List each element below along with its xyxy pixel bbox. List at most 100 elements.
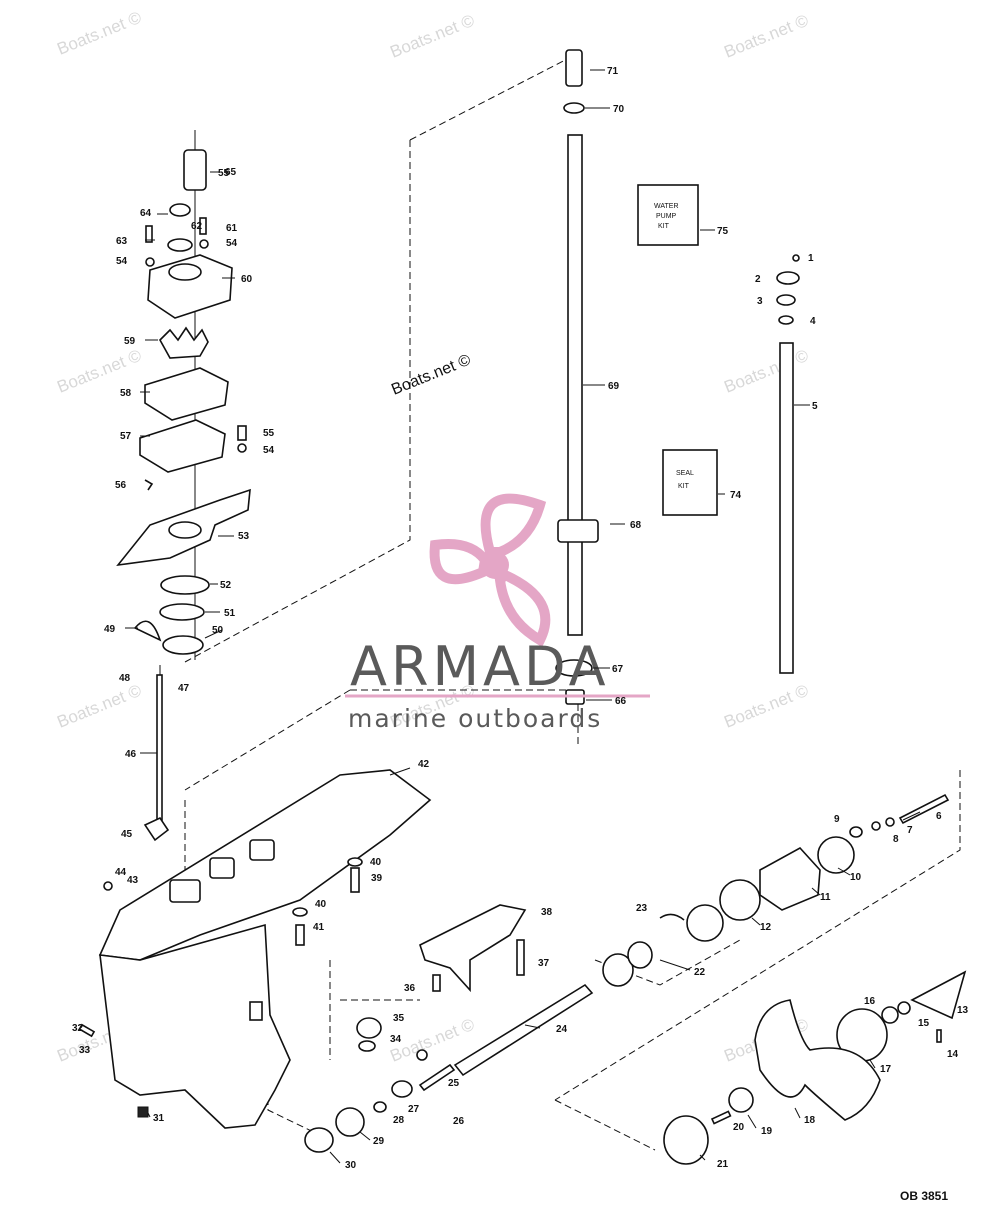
part-28-washer — [373, 1101, 387, 1113]
callout-29: 29 — [373, 1136, 385, 1147]
callout-48: 48 — [119, 673, 131, 684]
part-38-anode — [419, 904, 527, 993]
part-32-screw — [78, 1023, 96, 1038]
part-60-bore — [168, 263, 202, 281]
callout-52: 52 — [220, 580, 232, 591]
part-67-ring — [555, 659, 593, 677]
part-64-grommet — [169, 203, 191, 217]
watermark: Boats.net © — [721, 11, 811, 62]
callout-63: 63 — [116, 236, 128, 247]
watermark: Boats.net © — [54, 681, 144, 732]
part-56-clip — [144, 479, 154, 491]
part-45-connector — [143, 816, 170, 842]
logo-tagline: marine outboards — [348, 704, 602, 733]
kit-label: PUMP — [656, 213, 677, 220]
part-2-retainer — [776, 271, 800, 285]
part-19-washer — [728, 1087, 754, 1113]
callout-33: 33 — [79, 1045, 91, 1056]
logo-propeller-blade — [429, 539, 491, 585]
callout-42: 42 — [418, 759, 430, 770]
part-15-lockwasher — [897, 1001, 911, 1015]
callout-54: 54 — [226, 238, 238, 249]
callout-26: 26 — [453, 1116, 465, 1127]
callout-5: 5 — [812, 401, 818, 412]
callout-56: 56 — [115, 480, 127, 491]
callout-8: 8 — [893, 834, 899, 845]
callout-6: 6 — [936, 811, 942, 822]
part-52-seal — [160, 575, 210, 595]
part-12-o-ring — [719, 879, 761, 921]
callout-35: 35 — [393, 1013, 405, 1024]
part-20-screw — [710, 1110, 732, 1125]
logo-propeller-blade — [480, 493, 547, 557]
part-49-seal — [133, 620, 162, 642]
part-7-washer — [885, 817, 895, 827]
gearcase-vent — [249, 1001, 263, 1021]
callout-65: 65 — [225, 167, 237, 178]
part-42-gearcase-top — [98, 769, 432, 961]
part-55-screw — [237, 425, 247, 441]
callout-10: 10 — [850, 872, 862, 883]
part-51-o-ring — [159, 603, 205, 621]
callout-59: 59 — [124, 336, 136, 347]
part-74-seal-kit — [662, 449, 718, 516]
gearcase-port — [249, 839, 275, 861]
callout-24: 24 — [556, 1024, 568, 1035]
part-58-plate — [144, 367, 229, 421]
figure-reference: OB 3851 — [900, 1189, 948, 1203]
part-50-ring — [162, 635, 204, 655]
callout-20: 20 — [733, 1122, 745, 1133]
watermark: Boats.net © — [54, 8, 144, 59]
part-39-screw — [350, 867, 360, 893]
part-61-screw — [199, 217, 207, 235]
part-37-screw — [516, 939, 525, 976]
part-31-plug — [137, 1106, 149, 1118]
part-65-tube — [183, 149, 207, 191]
callout-16: 16 — [864, 996, 876, 1007]
part-68-bearing — [557, 519, 599, 543]
callout-36: 36 — [404, 983, 416, 994]
gearcase-port — [169, 879, 201, 903]
part-54-washer — [237, 443, 247, 453]
callout-2: 2 — [755, 274, 761, 285]
callout-32: 32 — [72, 1023, 84, 1034]
part-10-o-ring — [817, 836, 855, 874]
part-30-bearing — [304, 1127, 334, 1153]
gearcase-port — [209, 857, 235, 879]
part-27-clutch — [391, 1080, 413, 1098]
part-43-washer — [103, 881, 113, 891]
part-41-screw — [295, 924, 305, 946]
callout-74: 74 — [730, 490, 742, 501]
callout-22: 22 — [694, 967, 706, 978]
part-40-washer — [347, 857, 363, 867]
part-24-propeller-shaft — [453, 983, 594, 1077]
part-5-shift-rod — [779, 342, 794, 674]
callout-53: 53 — [238, 531, 250, 542]
callout-57: 57 — [120, 431, 132, 442]
callout-50: 50 — [212, 625, 224, 636]
callout-19: 19 — [761, 1126, 773, 1137]
callout-39: 39 — [371, 873, 383, 884]
callout-23: 23 — [636, 903, 648, 914]
part-23-snap-ring — [659, 913, 685, 921]
part-36-screw — [432, 974, 441, 992]
part-4-o-ring — [778, 315, 794, 325]
logo-propeller-blade — [494, 569, 551, 647]
callout-46: 46 — [125, 749, 137, 760]
kit-label: WATER — [654, 203, 679, 210]
callout-31: 31 — [153, 1113, 165, 1124]
part-75-water-pump-kit — [637, 184, 699, 246]
part-22-reverse-gear — [602, 953, 634, 987]
callout-30: 30 — [345, 1160, 357, 1171]
part-57-gasket — [139, 419, 226, 473]
callout-75: 75 — [717, 226, 729, 237]
part-25-shift-plunger — [418, 1063, 456, 1092]
callout-14: 14 — [947, 1049, 959, 1060]
part-63-screw — [145, 225, 153, 243]
drive-shaft-assembly: WATER PUMP KIT SEAL KIT — [555, 49, 800, 705]
logo-wordmark: ARMADA — [350, 635, 610, 698]
gearcase-assembly — [78, 769, 527, 1129]
kit-label: KIT — [678, 483, 690, 490]
callout-labels: 1 2 3 4 5 6 7 8 9 10 11 12 13 14 15 16 1… — [72, 66, 969, 1171]
part-70-seal — [563, 102, 585, 114]
